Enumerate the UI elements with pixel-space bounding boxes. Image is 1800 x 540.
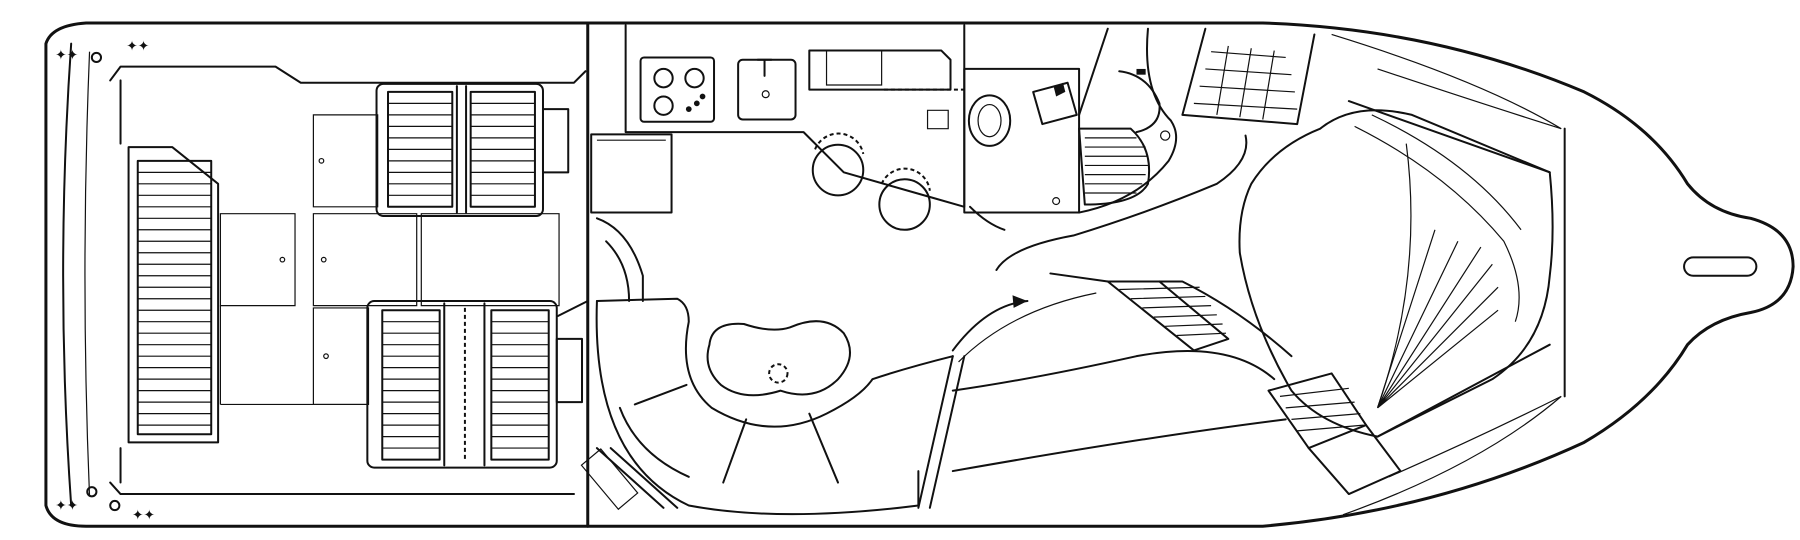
fitting-icon: ✦✦: [55, 48, 78, 64]
head: [964, 69, 1149, 213]
burner-icon: [654, 97, 672, 115]
deck-hatch: [421, 214, 559, 306]
step-line: [558, 301, 588, 316]
hanging-locker: [1182, 29, 1314, 124]
galley-locker: [827, 51, 882, 85]
burner-icon: [685, 69, 703, 87]
shower-seat: [1079, 129, 1149, 205]
galley-sink: [738, 60, 795, 120]
stool-swing: [882, 169, 930, 191]
bow-cleat: [1684, 257, 1756, 275]
hull: [46, 23, 1793, 526]
aisle-curve: [996, 136, 1246, 270]
locker-latch-icon: [1136, 68, 1146, 75]
galley-cabinet: [809, 51, 950, 90]
bow-line-bottom: [1389, 396, 1561, 476]
aisle-curve: [970, 207, 1291, 356]
cleat-icon: [110, 501, 119, 510]
deck-hatch: [220, 214, 295, 306]
dinette-step: [581, 449, 637, 509]
dinette: [581, 218, 952, 514]
seat-divider: [635, 385, 687, 405]
aisle-curve: [959, 293, 1097, 362]
dinette-back: [620, 408, 689, 477]
companionway: [918, 295, 1027, 508]
fitting-icon: ✦✦: [126, 39, 149, 55]
stool: [813, 145, 864, 196]
burner-icon: [654, 69, 672, 87]
table-pedestal: [769, 364, 787, 382]
hull-outline: [46, 23, 1793, 526]
anchor-locker-steps: [1268, 373, 1400, 494]
v-berth: [1239, 101, 1552, 436]
dinette-seat-outer: [597, 301, 919, 514]
fitting-icon: ✦✦: [132, 507, 155, 523]
toilet: [969, 95, 1010, 146]
deck-hatch: [313, 214, 416, 306]
seat-divider: [723, 419, 746, 482]
locker-door: [1119, 71, 1159, 132]
dinette-table: [708, 321, 850, 395]
dinette-seat-inner: [597, 299, 953, 427]
hatch-pull-icon: [319, 159, 324, 164]
galley-outlet: [928, 110, 949, 128]
stern-inner-line: [85, 52, 90, 497]
deck-hatch: [313, 115, 377, 207]
stool: [879, 179, 930, 230]
companion-steps: [1108, 281, 1229, 350]
aisle-curve: [953, 419, 1286, 471]
head-sink: [1033, 83, 1077, 124]
faucet-icon: [758, 60, 772, 76]
transom-line: [63, 44, 71, 506]
stool-swing: [815, 134, 863, 154]
seat-divider: [809, 414, 838, 483]
side-deck-line: [1332, 34, 1562, 128]
upper-seat: [377, 84, 569, 216]
aft-bench-frame: [129, 147, 219, 442]
hatch-pull-icon: [280, 257, 285, 262]
door-swing: [953, 301, 1028, 350]
toilet-bowl: [978, 105, 1001, 137]
aisle-curve: [953, 351, 1274, 391]
settee-arc: [597, 218, 643, 301]
bow-line-top: [1378, 69, 1562, 129]
gunwale-inner: [110, 67, 585, 83]
refrigerator: [591, 134, 671, 212]
cleat-icon: [87, 487, 96, 496]
stateroom-wall: [1079, 29, 1176, 213]
door-arrow-icon: [1012, 295, 1028, 308]
stern-hardware: ✦✦ ✦✦ ✦✦ ✦✦: [55, 39, 155, 524]
deck-hatch: [313, 308, 368, 405]
stove: [641, 57, 714, 121]
aft-cabin: [121, 80, 588, 482]
hatch-pull-icon: [324, 354, 329, 359]
gunwale-inner-bottom: [110, 483, 574, 494]
forward-stateroom: [953, 29, 1553, 494]
fitting-icon: ✦✦: [55, 498, 78, 514]
cleat-icon: [92, 53, 101, 62]
galley: [626, 25, 965, 230]
aft-bench-cushion: [138, 161, 211, 434]
hatch-pull-icon: [321, 257, 326, 262]
side-deck-line: [1343, 396, 1561, 514]
lower-seat: [367, 301, 582, 468]
head-faucet-icon: [1053, 82, 1066, 97]
